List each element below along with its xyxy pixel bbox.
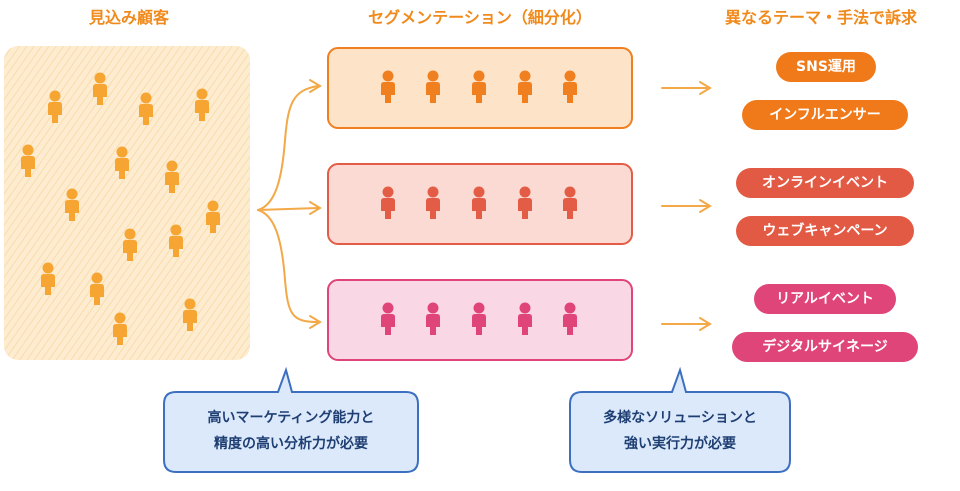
callout-bubble-left [163, 366, 419, 473]
segment-box-2 [327, 163, 633, 245]
callout-right-text: 多様なソリューションと 強い実行力が必要 [570, 405, 790, 457]
heading-themes: 異なるテーマ・手法で訴求 [724, 8, 917, 27]
theme-arrows [661, 81, 712, 331]
theme-arrow-2-head [699, 199, 712, 213]
prospects-area [4, 46, 250, 360]
heading-segmentation: セグメンテーション（細分化） [368, 8, 592, 27]
branch-arrow-bottom [257, 209, 319, 323]
callout-left-line-2: 精度の高い分析力が必要 [214, 436, 368, 452]
theme-tag-sns: SNS運用 [776, 52, 876, 82]
theme-arrow-3-head [699, 317, 712, 331]
branch-arrow-middle-head [309, 201, 322, 215]
callout-right-line-1: 多様なソリューションと [603, 410, 757, 426]
branch-arrow-top [257, 85, 319, 211]
callout-left-text: 高いマーケティング能力と 精度の高い分析力が必要 [164, 405, 418, 457]
branch-arrows [257, 79, 322, 329]
callout-left-line-1: 高いマーケティング能力と [207, 410, 375, 426]
theme-tag-digital-signage: デジタルサイネージ [732, 332, 918, 362]
segment-box-1 [327, 47, 633, 129]
callout-right-line-2: 強い実行力が必要 [624, 436, 736, 452]
branch-arrow-top-head [309, 79, 322, 93]
theme-tag-real-event: リアルイベント [754, 284, 896, 314]
branch-arrow-bottom-head [309, 315, 322, 329]
theme-tag-influencer: インフルエンサー [742, 100, 908, 130]
theme-arrow-1-head [699, 81, 712, 95]
callout-bubble-right [569, 366, 791, 473]
theme-tag-web-campaign: ウェブキャンペーン [736, 216, 914, 246]
heading-prospects: 見込み顧客 [88, 8, 169, 27]
theme-tag-online-event: オンラインイベント [736, 168, 914, 198]
segment-box-3 [327, 279, 633, 361]
branch-arrow-middle [257, 207, 319, 211]
